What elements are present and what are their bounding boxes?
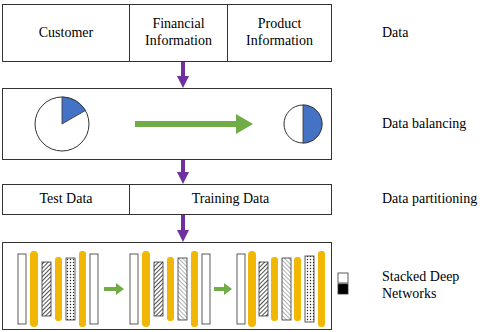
stage-box: Test DataTraining DataData partitioning (2, 184, 332, 215)
pie-chart (35, 97, 89, 151)
partition-cell: Training Data (129, 185, 331, 214)
stack-arrow (214, 283, 232, 295)
data-cell: Product Information (227, 5, 331, 61)
cell-label: Test Data (39, 191, 92, 208)
stage-label-holder: Data balancing (382, 89, 502, 159)
stage-box: Data balancing (2, 88, 332, 160)
flow-arrow (181, 62, 185, 82)
network-2 (130, 251, 210, 327)
stage-label-holder: Data partitioning (382, 185, 502, 214)
cell-label: Product Information (232, 16, 327, 50)
data-cell: Customer (3, 5, 129, 61)
balance-arrow (135, 114, 253, 134)
stage-box: Stacked Deep Networks (2, 242, 332, 330)
stage-label: Data balancing (382, 116, 466, 133)
stage-label-holder: Stacked Deep Networks (382, 243, 502, 329)
stage-label-holder: Data (382, 5, 502, 61)
cell-label: Financial Information (134, 16, 223, 50)
flow-arrow (181, 160, 185, 178)
flow-arrow (181, 215, 185, 236)
stage-label: Data (382, 25, 408, 42)
stack-arrow (104, 283, 124, 295)
balanced-chart (284, 105, 322, 143)
partition-cell: Test Data (3, 185, 129, 214)
stage-label: Data partitioning (382, 191, 477, 208)
cell-label: Customer (39, 25, 93, 42)
stage-box: Customer Financial Information Product Inf… (2, 4, 332, 62)
cell-label: Training Data (192, 191, 270, 208)
data-cell: Financial Information (129, 5, 227, 61)
stage-label: Stacked Deep Networks (382, 269, 502, 303)
network-1 (18, 251, 98, 327)
